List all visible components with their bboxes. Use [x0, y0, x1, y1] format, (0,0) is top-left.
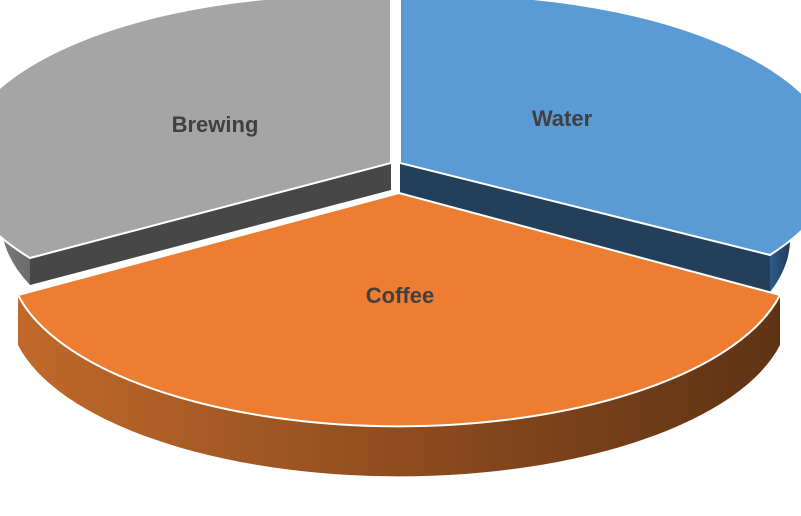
slice-coffee-side: [18, 295, 780, 477]
slice-coffee: [16, 191, 782, 477]
slice-label-coffee: Coffee: [366, 283, 434, 308]
slice-label-water: Water: [532, 106, 593, 131]
slice-water-top: [399, 0, 801, 257]
slice-brewing: [0, 0, 392, 285]
slice-brewing-top: [0, 0, 392, 260]
slice-brewing-side: [1, 180, 31, 285]
slice-brewing-cut-face: [30, 163, 391, 285]
slice-label-brewing: Brewing: [172, 112, 259, 137]
slice-water-cut-face: [400, 163, 770, 292]
slice-coffee-top: [16, 191, 782, 428]
slice-water: [399, 0, 801, 292]
